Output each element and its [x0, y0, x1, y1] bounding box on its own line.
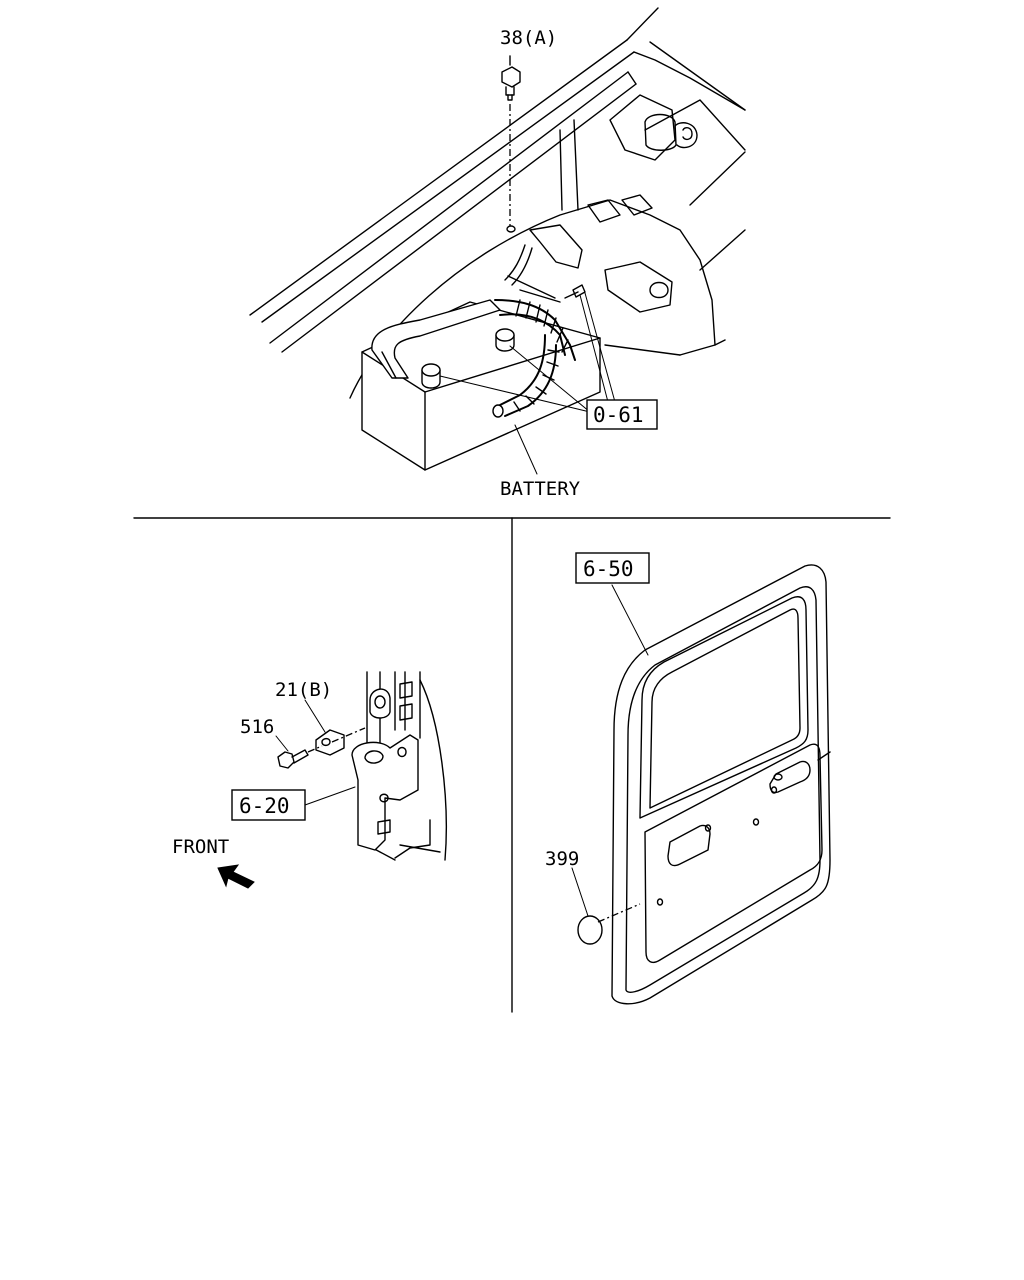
battery-section: 38(A) 0-61 BATTERY — [249, 7, 746, 500]
label-21b: 21(B) — [275, 679, 332, 701]
label-399: 399 — [545, 848, 579, 870]
label-6-20: 6-20 — [239, 794, 290, 818]
label-516: 516 — [240, 716, 274, 738]
label-6-50: 6-50 — [583, 557, 634, 581]
label-0-61: 0-61 — [593, 403, 644, 427]
section-dividers — [133, 517, 891, 1013]
label-battery: BATTERY — [500, 478, 581, 500]
label-front: FRONT — [172, 836, 229, 858]
ref-box-6-50 — [575, 552, 650, 584]
ref-box-0-61 — [586, 399, 658, 430]
hinge-section: 21(B) 516 6-20 FRONT — [172, 671, 447, 889]
label-38a: 38(A) — [500, 27, 557, 49]
rear-door-section: 6-50 399 — [545, 552, 831, 1005]
arrow-up-left-icon — [217, 864, 255, 889]
ref-box-6-20 — [231, 789, 306, 821]
